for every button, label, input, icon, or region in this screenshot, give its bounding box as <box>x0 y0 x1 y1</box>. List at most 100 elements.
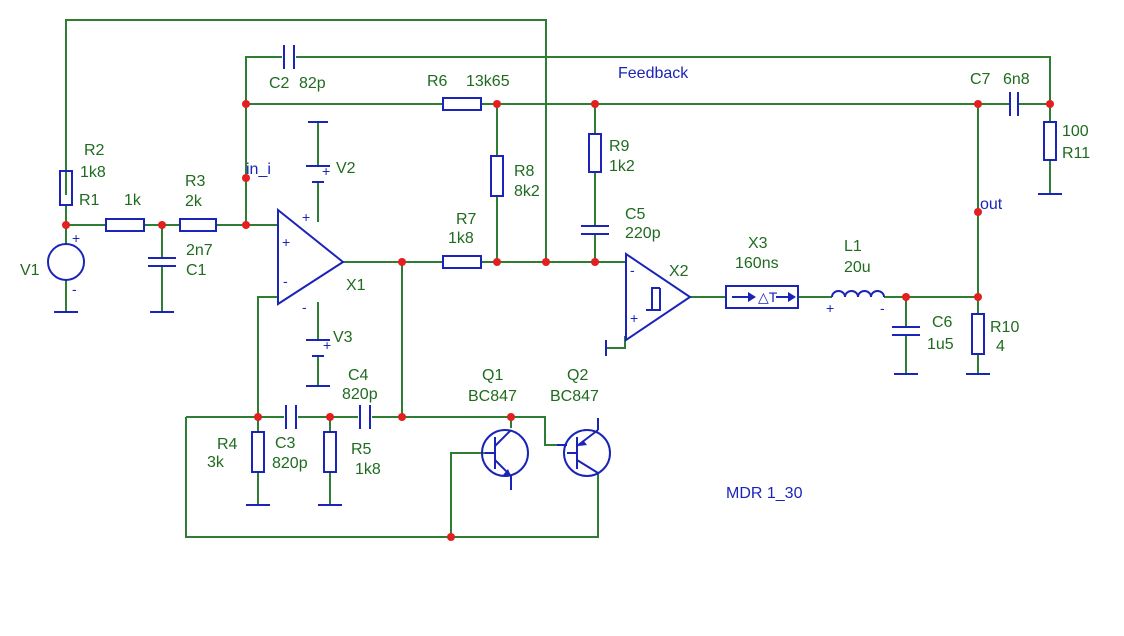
label-r9-name: R9 <box>609 138 630 155</box>
capacitor-c1-symbol <box>148 257 176 267</box>
svg-text:-: - <box>880 300 885 316</box>
label-r1-name: R1 <box>79 192 100 209</box>
label-r8-name: R8 <box>514 163 535 180</box>
footer-label-mdr: MDR 1_30 <box>726 485 803 502</box>
svg-text:+: + <box>282 234 290 250</box>
svg-text:+: + <box>323 337 331 353</box>
svg-text:-: - <box>302 299 307 315</box>
label-c1-name: C1 <box>186 262 207 279</box>
label-c4-value: 820p <box>342 386 378 403</box>
label-r10-value: 4 <box>996 338 1005 355</box>
label-c3-value: 820p <box>272 455 308 472</box>
label-v2-name: V2 <box>336 160 356 177</box>
label-l1-name: L1 <box>844 238 862 255</box>
label-r2-name: R2 <box>84 142 105 159</box>
capacitors <box>148 45 1019 429</box>
label-r9-value: 1k2 <box>609 158 635 175</box>
label-x2-name: X2 <box>669 263 689 280</box>
resistor-r5-symbol <box>323 431 337 473</box>
capacitor-c3-symbol <box>285 405 297 429</box>
capacitor-c6-symbol <box>892 326 920 336</box>
svg-text:-: - <box>283 273 288 289</box>
label-c5-value: 220p <box>625 225 661 242</box>
label-q1-name: Q1 <box>482 367 503 384</box>
resistors <box>59 97 1057 473</box>
resistor-r8-symbol <box>490 155 504 197</box>
net-labels: Feedback in_i out MDR 1_30 <box>246 65 1003 502</box>
svg-text:+: + <box>302 209 310 225</box>
capacitor-c5-symbol <box>581 225 609 235</box>
resistor-r11-symbol <box>1043 121 1057 161</box>
label-v3-name: V3 <box>333 329 353 346</box>
capacitor-c7-symbol <box>1009 92 1019 116</box>
svg-text:△T: △T <box>758 289 778 305</box>
svg-text:-: - <box>630 262 635 278</box>
resistor-r9-symbol <box>588 133 602 173</box>
resistor-r6-symbol <box>442 97 482 111</box>
svg-text:-: - <box>72 281 77 297</box>
label-q2-name: Q2 <box>567 367 588 384</box>
svg-text:+: + <box>72 230 80 246</box>
label-x3-value: 160ns <box>735 255 779 272</box>
junction-dots <box>62 100 1054 541</box>
label-c7-value: 6n8 <box>1003 71 1030 88</box>
label-c4-name: C4 <box>348 367 369 384</box>
net-label-in-i: in_i <box>246 161 271 178</box>
svg-text:+: + <box>322 163 330 179</box>
label-r4-name: R4 <box>217 436 238 453</box>
svg-text:+: + <box>826 300 834 316</box>
label-r2-value: 1k8 <box>80 164 106 181</box>
battery-v2-symbol: + + <box>302 121 330 225</box>
transistor-q1-symbol <box>481 429 529 490</box>
resistor-r2-symbol <box>59 170 73 206</box>
resistor-r10-symbol <box>971 313 985 355</box>
label-q2-value: BC847 <box>550 388 599 405</box>
resistor-r3-symbol <box>179 218 217 232</box>
svg-text:+: + <box>630 310 638 326</box>
label-r11-name: R11 <box>1062 145 1090 162</box>
label-c2-name: C2 <box>269 75 290 92</box>
transistor-q2-symbol <box>557 418 611 477</box>
label-c1-value: 2n7 <box>186 242 213 259</box>
resistor-r4-symbol <box>251 431 265 473</box>
resistor-r7-symbol <box>442 255 482 269</box>
label-c5-name: C5 <box>625 206 646 223</box>
label-r5-name: R5 <box>351 441 372 458</box>
net-label-out: out <box>980 196 1003 213</box>
label-r10-name: R10 <box>990 319 1019 336</box>
comparator-x2-symbol: - + <box>625 252 692 342</box>
component-labels: R2 1k8 R1 1k R3 2k 2n7 C1 V1 C2 82p R6 1… <box>20 71 1090 478</box>
label-r7-name: R7 <box>456 211 477 228</box>
label-r5-value: 1k8 <box>355 461 381 478</box>
label-c3-name: C3 <box>275 435 296 452</box>
inductor-l1-symbol: + - <box>826 290 885 316</box>
label-r8-value: 8k2 <box>514 183 540 200</box>
capacitor-c2-symbol <box>283 45 295 69</box>
battery-v3-symbol: + - <box>302 299 331 387</box>
opamp-x1-symbol: + - <box>277 207 345 306</box>
label-r3-name: R3 <box>185 173 206 190</box>
label-r1-value: 1k <box>124 192 142 209</box>
label-r4-value: 3k <box>207 454 225 471</box>
label-x3-name: X3 <box>748 235 768 252</box>
label-x1-name: X1 <box>346 277 366 294</box>
ground-symbols <box>54 121 1062 506</box>
label-l1-value: 20u <box>844 259 871 276</box>
label-r6-value: 13k65 <box>466 73 510 90</box>
label-r11-value: 100 <box>1062 123 1089 140</box>
capacitor-c4-symbol <box>359 405 371 429</box>
label-q1-value: BC847 <box>468 388 517 405</box>
label-c6-value: 1u5 <box>927 336 954 353</box>
net-label-feedback: Feedback <box>618 65 689 82</box>
voltage-source-v1-symbol: + - <box>47 230 85 297</box>
label-r6-name: R6 <box>427 73 448 90</box>
label-c2-value: 82p <box>299 75 326 92</box>
label-r7-value: 1k8 <box>448 230 474 247</box>
label-c7-name: C7 <box>970 71 991 88</box>
resistor-r1-symbol <box>105 218 145 232</box>
label-r3-value: 2k <box>185 193 203 210</box>
delay-line-x3-symbol: △T <box>725 285 799 309</box>
label-c6-name: C6 <box>932 314 953 331</box>
label-v1-name: V1 <box>20 262 40 279</box>
